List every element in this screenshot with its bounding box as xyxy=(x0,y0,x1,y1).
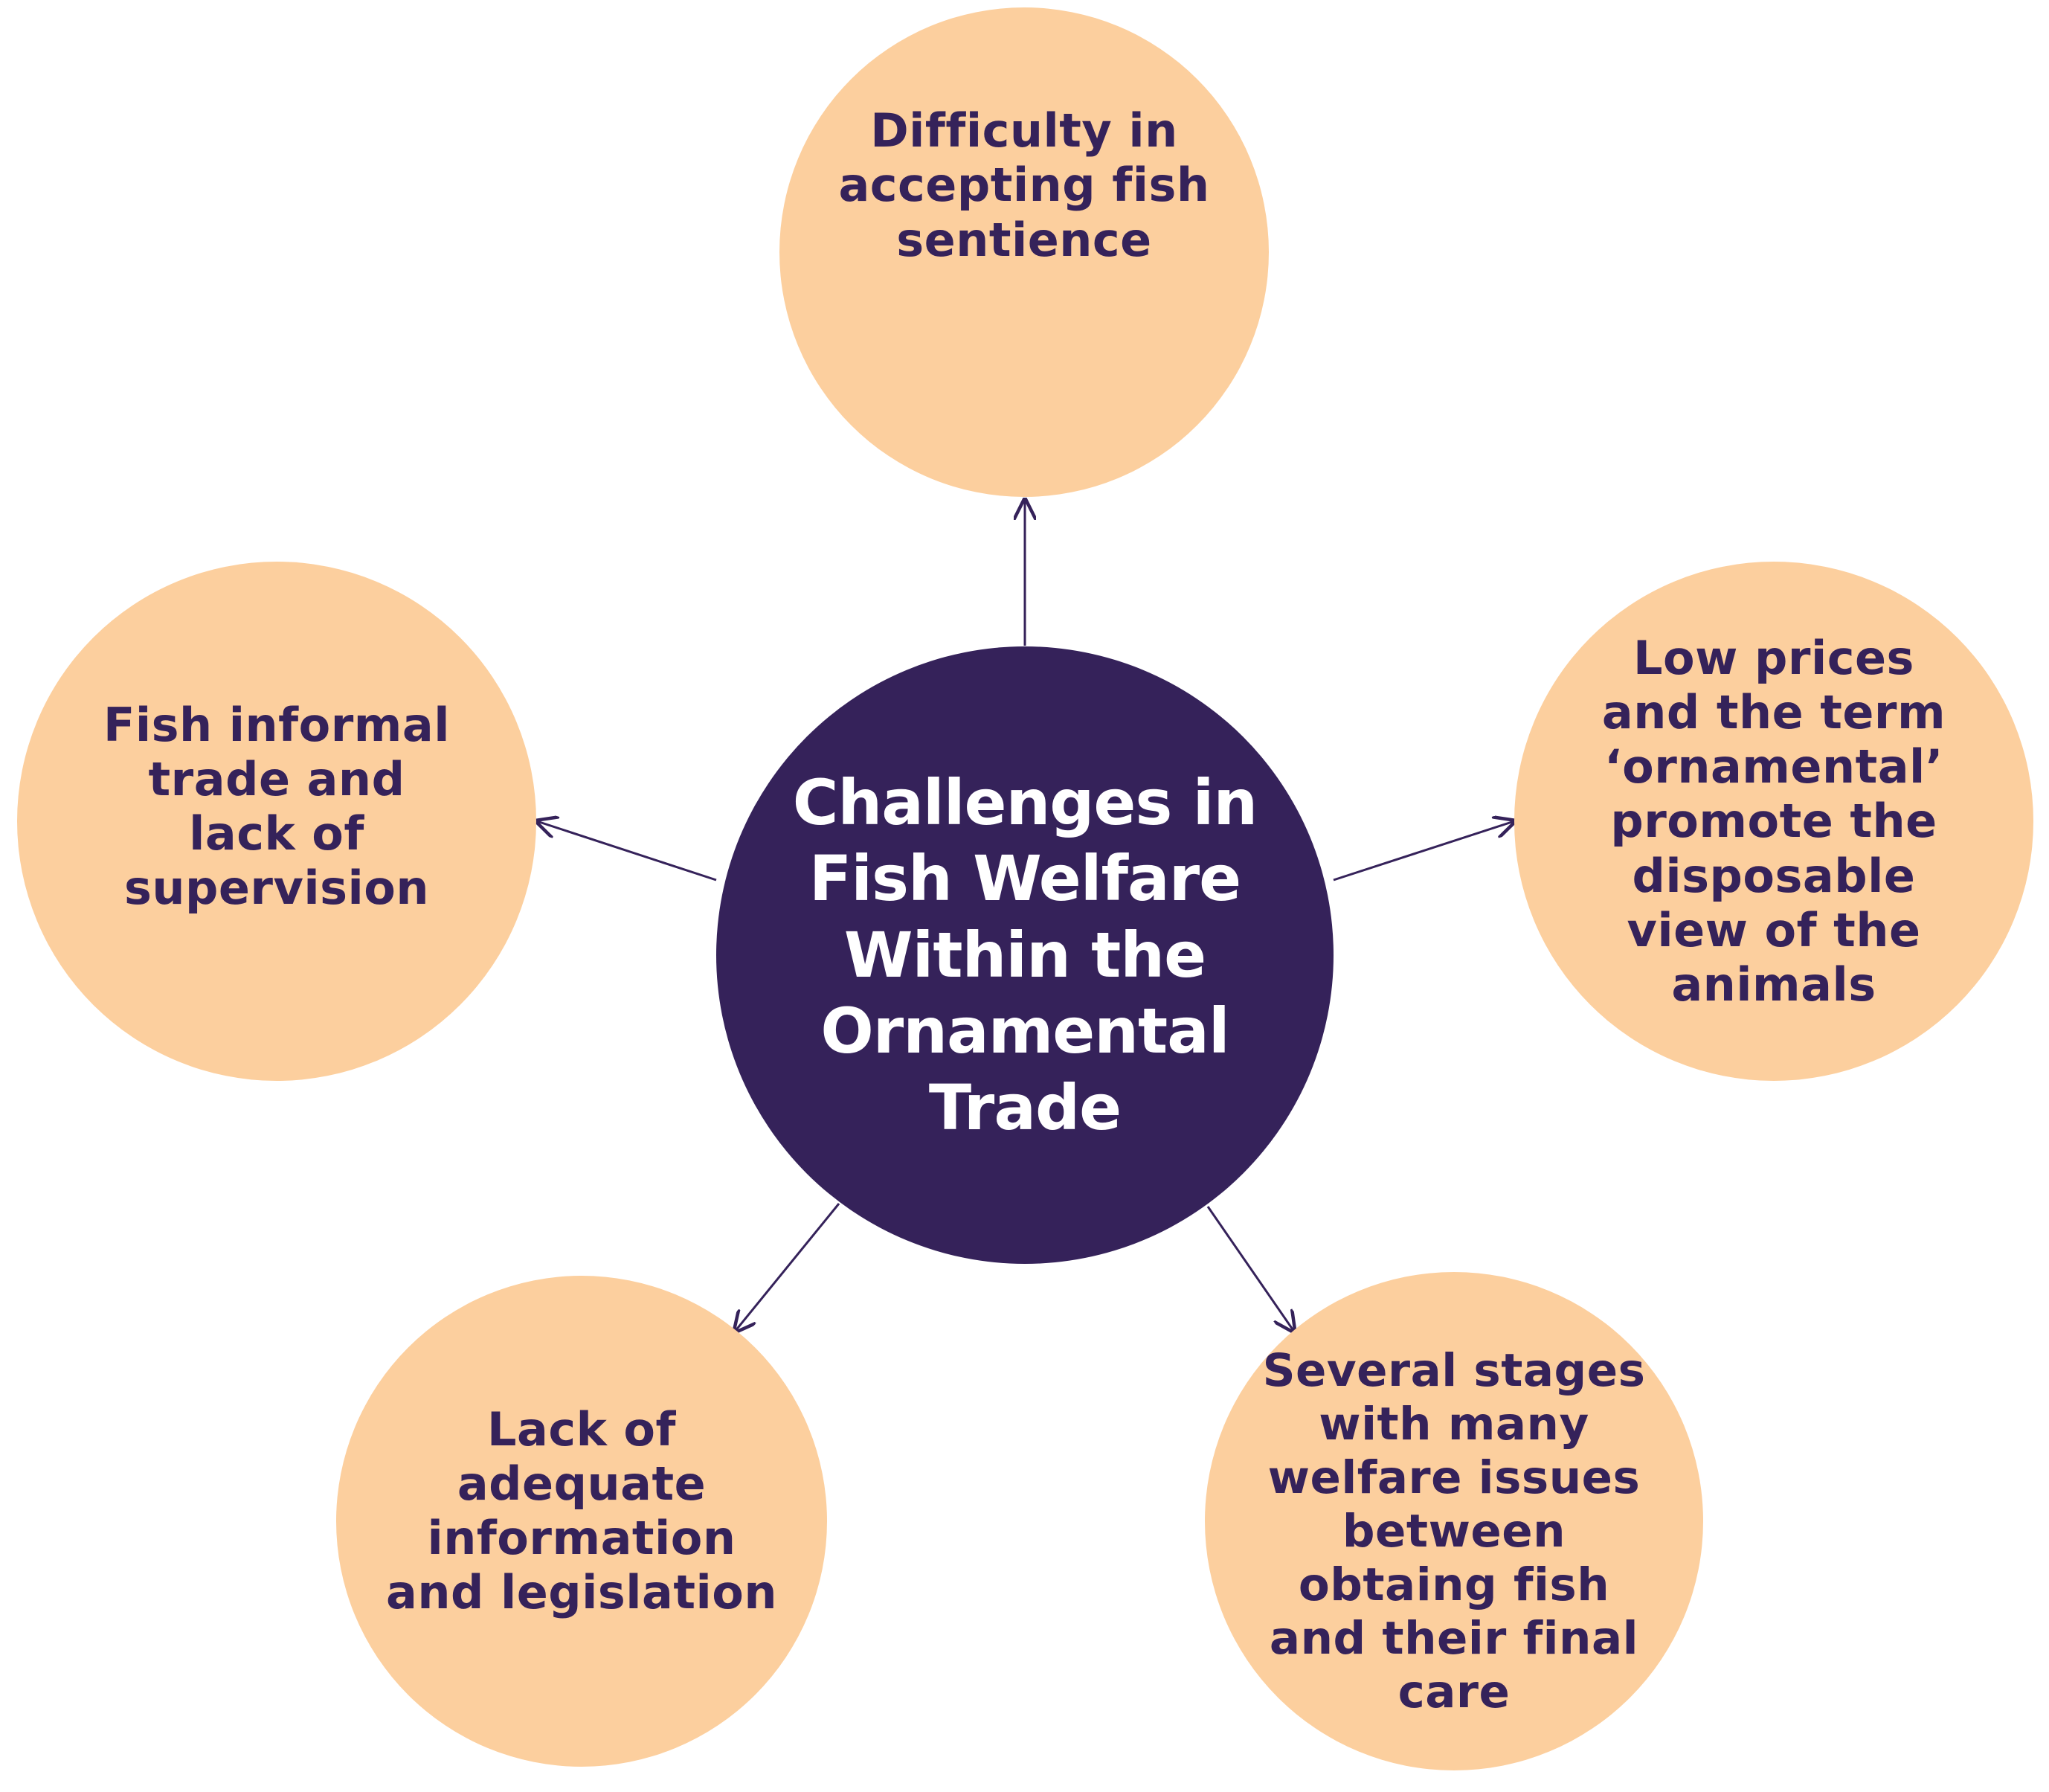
challenge-node-left: Fish informal trade and lack of supervis… xyxy=(17,562,536,1081)
challenge-label-top: Difficulty in accepting fish sentience xyxy=(838,103,1210,267)
challenge-node-bottom-left: Lack of adequate information and legisla… xyxy=(336,1276,827,1767)
central-topic-node: Challenges in Fish Welfare Within the Or… xyxy=(716,646,1334,1264)
arrow-to-bottom-left xyxy=(735,1203,840,1332)
challenge-label-bottom-right: Several stages with many welfare issues … xyxy=(1262,1344,1646,1718)
central-topic-label: Challenges in Fish Welfare Within the Or… xyxy=(792,765,1258,1144)
challenge-node-bottom-right: Several stages with many welfare issues … xyxy=(1205,1272,1703,1770)
arrow-to-right xyxy=(1333,821,1514,881)
challenge-label-bottom-left: Lack of adequate information and legisla… xyxy=(386,1401,777,1620)
challenge-label-left: Fish informal trade and lack of supervis… xyxy=(103,697,450,916)
arrow-to-bottom-right xyxy=(1206,1206,1294,1332)
challenge-node-right: Low prices and the term ‘ornamental’ pro… xyxy=(1514,562,2033,1081)
arrow-to-left xyxy=(537,821,717,881)
challenge-node-top: Difficulty in accepting fish sentience xyxy=(779,7,1269,497)
challenge-label-right: Low prices and the term ‘ornamental’ pro… xyxy=(1601,630,1946,1012)
